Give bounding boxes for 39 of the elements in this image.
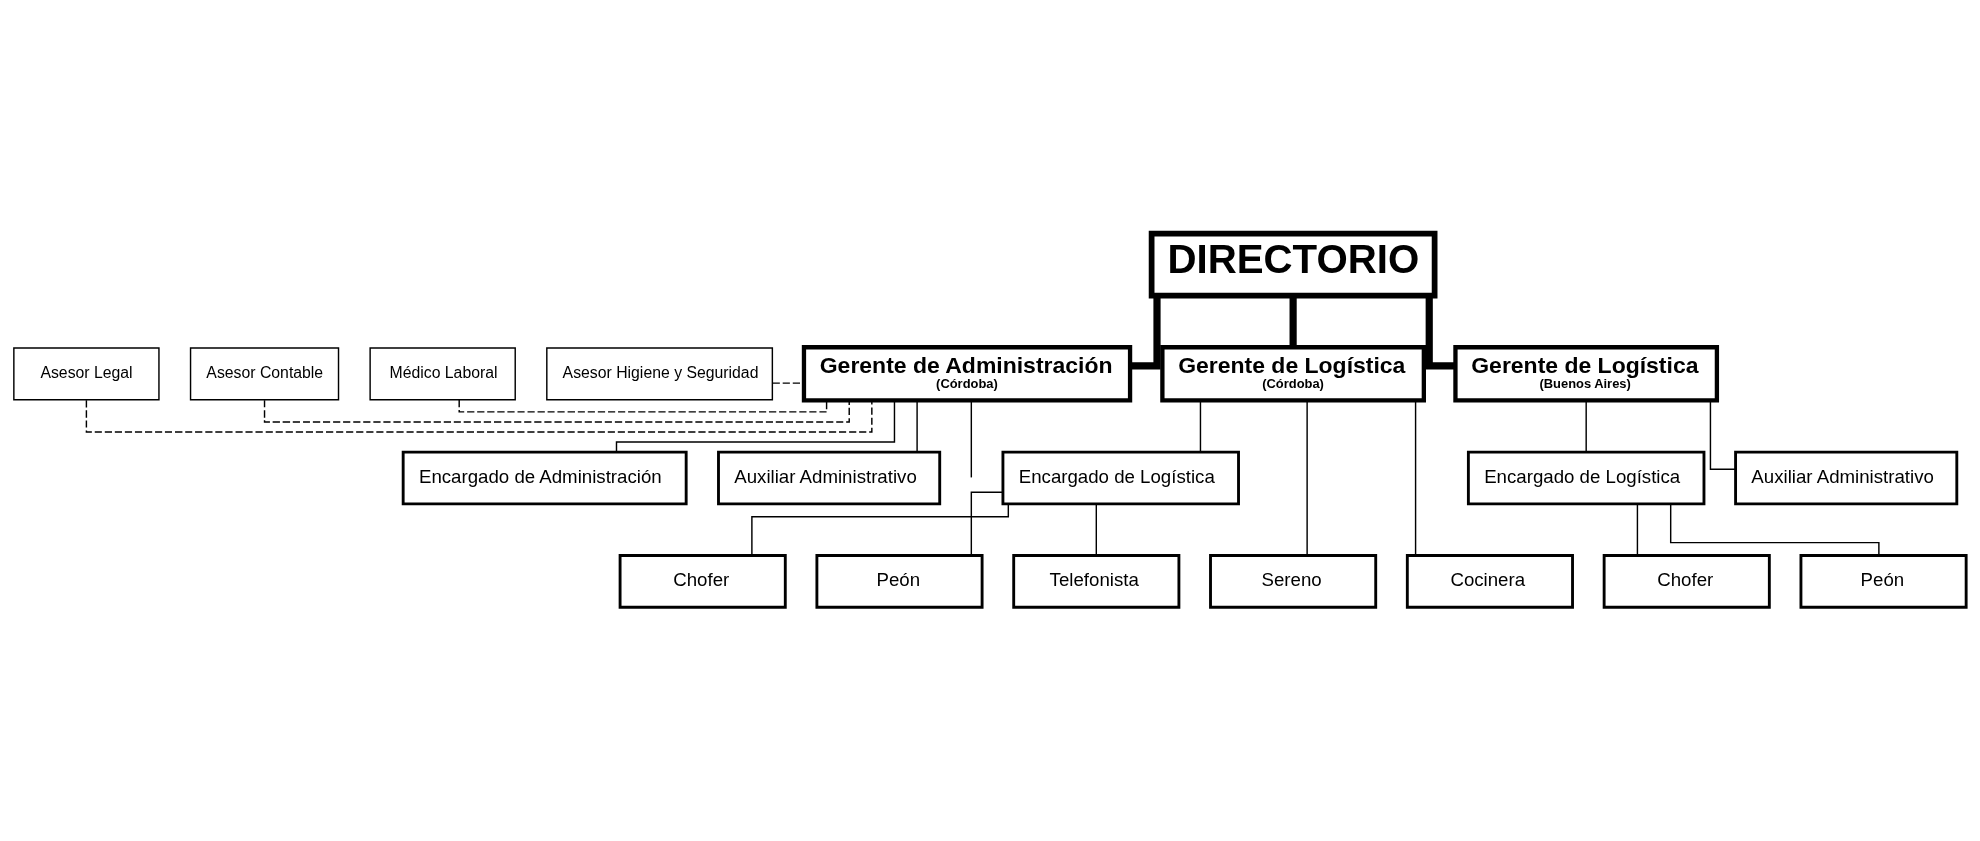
connector — [1306, 399, 1308, 557]
node-box: Asesor Contable — [189, 347, 340, 401]
node-box: Telefonista — [1012, 554, 1181, 609]
node-box: Gerente de Logística (Buenos Aires) — [1453, 345, 1720, 403]
node-box: Asesor Higiene y Seguridad — [546, 347, 774, 401]
connector — [85, 399, 873, 433]
connector — [615, 399, 896, 453]
connector — [1095, 503, 1098, 556]
connector — [916, 399, 918, 453]
connector — [1585, 399, 1587, 453]
connector — [263, 399, 850, 423]
connector — [1709, 399, 1737, 471]
node-box: Gerente de Logística (Córdoba) — [1160, 345, 1426, 403]
connector — [1636, 503, 1639, 556]
node-box: Auxiliar Administrativo — [1734, 450, 1959, 506]
connector — [458, 399, 828, 413]
node-box: Cocinera — [1405, 554, 1574, 609]
node-box: Chofer — [618, 554, 787, 609]
node-box: Peón — [815, 554, 984, 609]
node-box: Gerente de Administración (Córdoba) — [801, 345, 1133, 403]
node-box: Asesor Legal — [13, 347, 160, 401]
node-box: Médico Laboral — [369, 347, 516, 401]
node-box: Sereno — [1209, 554, 1378, 609]
node-box: Encargado de Logística — [1001, 450, 1240, 506]
connector — [970, 491, 1004, 556]
node-box: Encargado de Logística — [1466, 450, 1706, 506]
connector — [1130, 295, 1161, 370]
connector — [1414, 399, 1417, 557]
node-box: Auxiliar Administrativo — [717, 450, 942, 506]
node-box: DIRECTORIO — [1148, 230, 1438, 299]
connector — [1669, 503, 1880, 557]
connector — [1425, 295, 1456, 370]
node-box: Encargado de Administración — [401, 450, 688, 506]
node-box: Chofer — [1602, 554, 1771, 609]
connector — [1289, 295, 1297, 347]
connector — [751, 503, 1010, 557]
connector — [970, 399, 973, 479]
connector — [1199, 399, 1202, 453]
node-box: Peón — [1799, 554, 1968, 609]
